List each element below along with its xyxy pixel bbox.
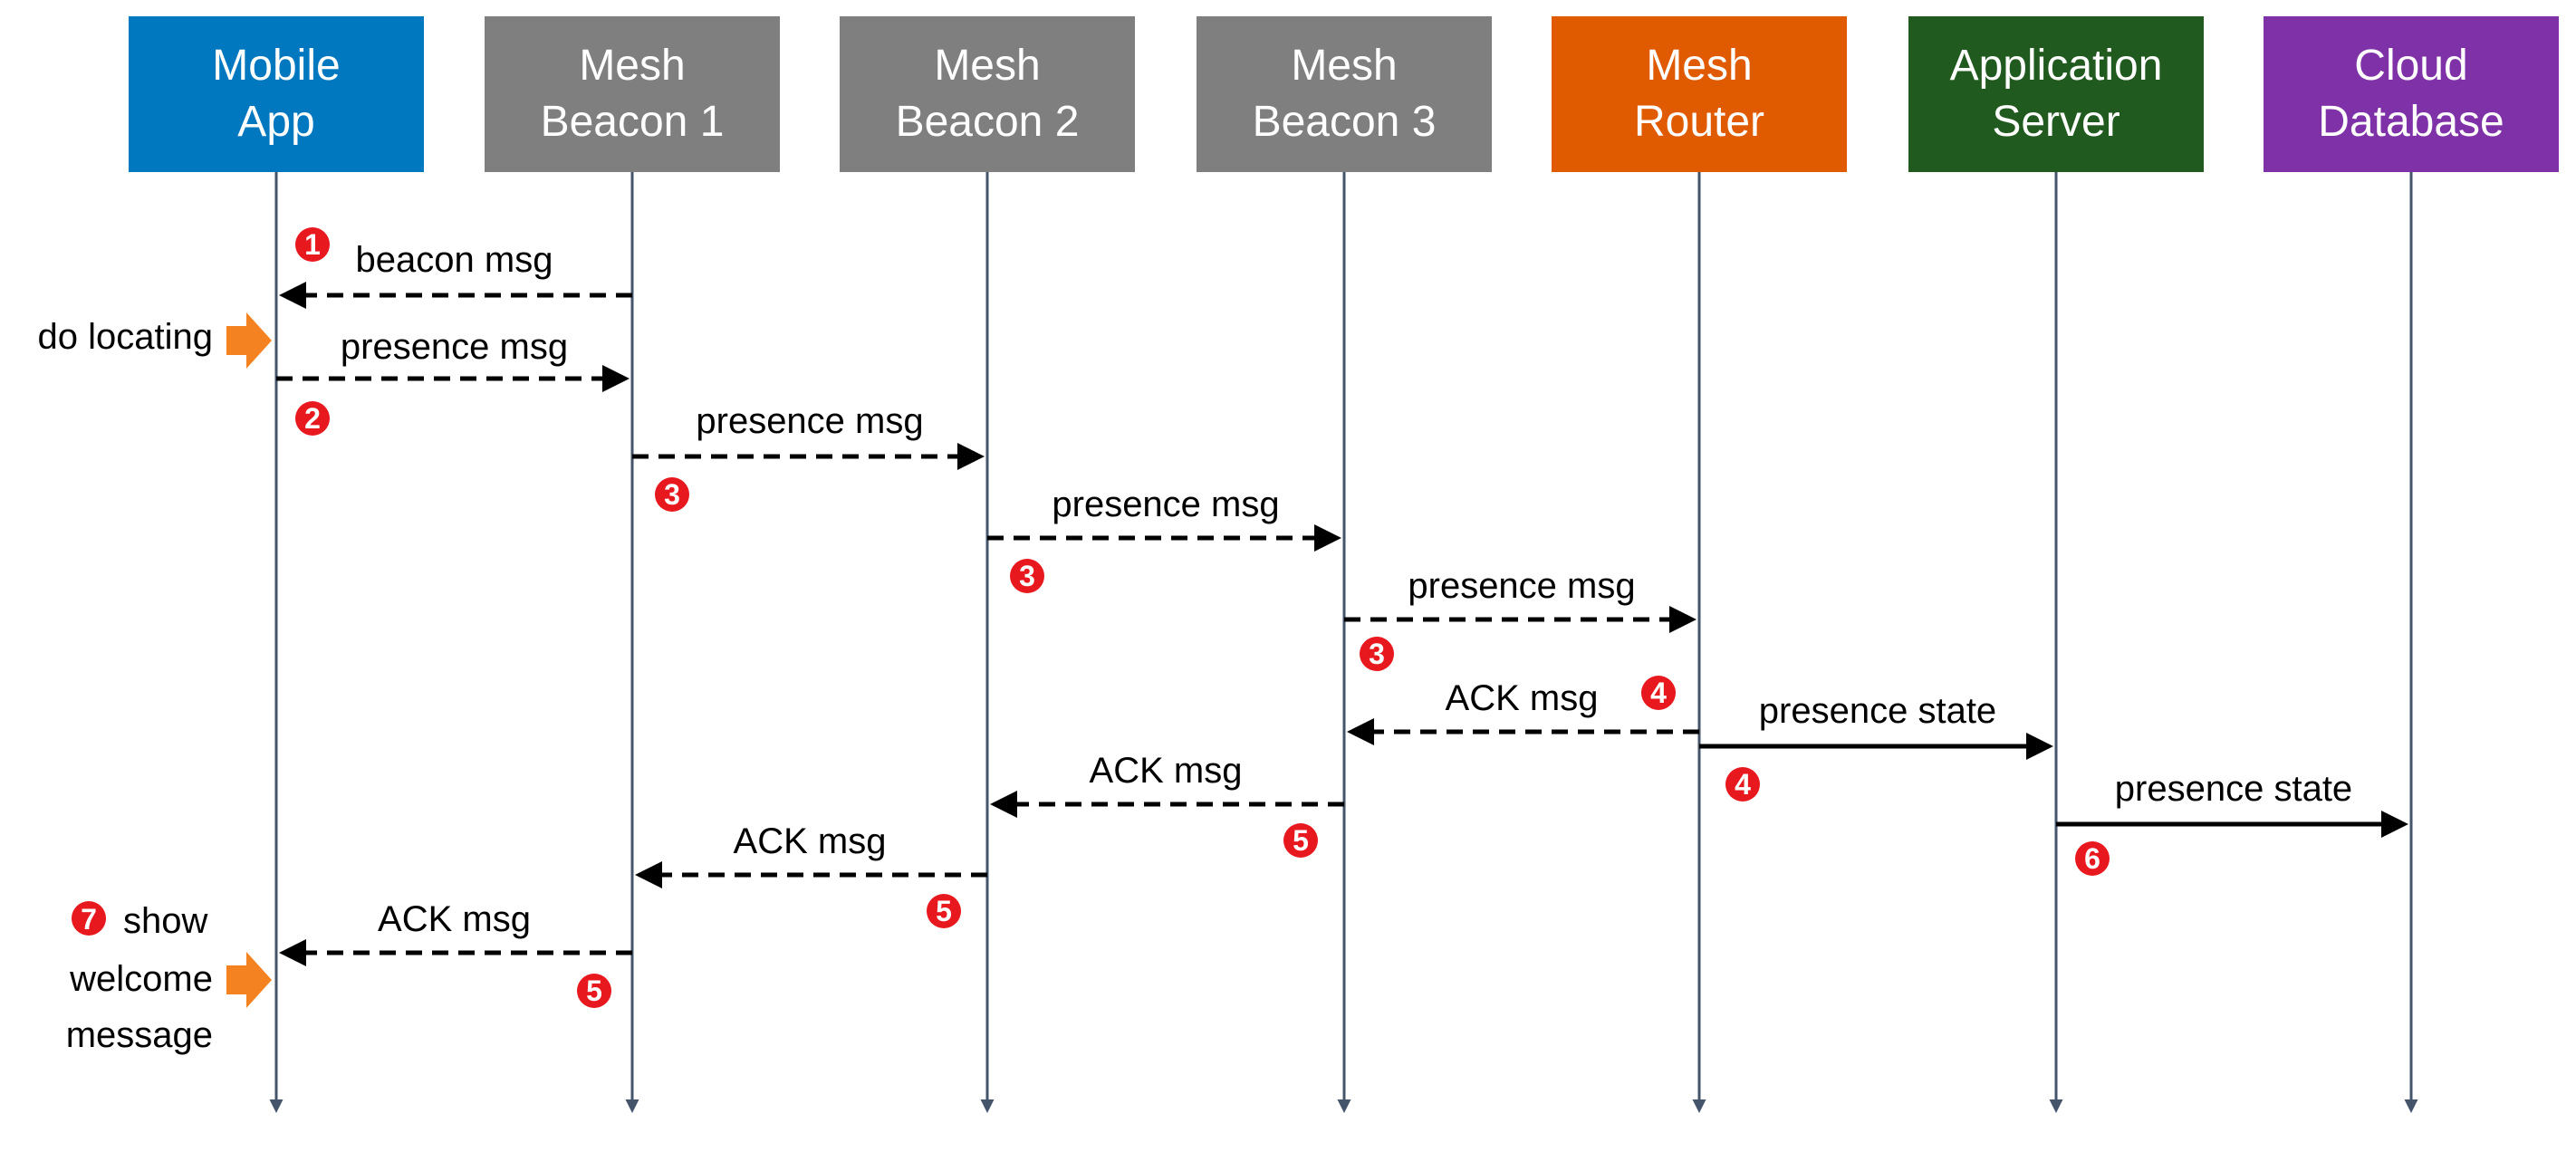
- message-label: presence msg: [696, 401, 923, 441]
- step-marker-icon: [1360, 637, 1394, 671]
- message-label: presence state: [2115, 769, 2352, 809]
- step-number: 2: [304, 402, 321, 435]
- participant-label-line1: Mobile: [212, 42, 340, 90]
- show-welcome-arrow-icon: [226, 952, 272, 1008]
- message-beacon1-to-app: beacon msg 1: [279, 227, 632, 309]
- step-marker-icon: [1283, 823, 1318, 858]
- message-beacon2-to-beacon3: presence msg 3: [987, 485, 1341, 593]
- step-number: 5: [586, 974, 602, 1007]
- message-app-to-beacon1: presence msg 2: [276, 327, 630, 436]
- message-label: ACK msg: [378, 899, 531, 939]
- message-beacon1-to-app: ACK msg 5: [279, 899, 632, 1008]
- welcome-label: welcome: [69, 959, 213, 999]
- step-number: 4: [1650, 677, 1667, 709]
- message-beacon2-to-beacon1: ACK msg 5: [635, 821, 987, 928]
- step-number: 3: [1369, 638, 1385, 670]
- participant-label-line1: Mesh: [579, 42, 685, 90]
- participant-label-line1: Cloud: [2354, 42, 2467, 90]
- step-number: 7: [81, 903, 97, 936]
- step-number: 1: [304, 228, 321, 261]
- message-label: message: [66, 1015, 213, 1055]
- message-router-to-beacon3: ACK msg 4: [1347, 676, 1699, 745]
- participant-box: [2264, 16, 2559, 172]
- step-marker-icon: [295, 227, 330, 262]
- step-number: 5: [936, 895, 952, 927]
- message-beacon1-to-beacon2: presence msg 3: [632, 401, 985, 512]
- show-welcome-note: 7 show welcome message: [66, 901, 272, 1055]
- participant-box: [1908, 16, 2204, 172]
- participant-label-line2: Database: [2318, 98, 2504, 146]
- participant-label-line2: Beacon 2: [896, 98, 1080, 146]
- participant-label-line2: Server: [1992, 98, 2119, 146]
- step-number: 6: [2084, 842, 2100, 875]
- message-label: presence msg: [1052, 485, 1279, 524]
- do-locating-label: do locating: [38, 317, 213, 357]
- participant-label-line2: Beacon 1: [541, 98, 725, 146]
- step-marker-icon: [1725, 767, 1760, 802]
- step-marker-icon: [655, 477, 689, 512]
- step-marker-icon: [295, 401, 330, 436]
- participant-box: [1197, 16, 1492, 172]
- message-beacon3-to-beacon2: ACK msg 5: [990, 751, 1344, 858]
- participant-label-line1: Application: [1950, 42, 2163, 90]
- message-label: presence msg: [1408, 566, 1635, 606]
- step-marker-icon: [72, 901, 106, 936]
- participant-label-line2: Beacon 3: [1253, 98, 1437, 146]
- do-locating-note: do locating: [38, 312, 272, 369]
- participant-label-line1: Mesh: [1646, 42, 1752, 90]
- show-label: show: [123, 901, 207, 941]
- step-marker-icon: [2075, 841, 2110, 876]
- do-locating-arrow-icon: [226, 312, 272, 369]
- message-label: presence state: [1759, 691, 1996, 731]
- message-router-to-server: presence state 4: [1699, 691, 2053, 802]
- participant-label-line2: Router: [1634, 98, 1764, 146]
- participant-label-line2: App: [237, 98, 314, 146]
- participant-box: [129, 16, 424, 172]
- message-server-to-cloud: presence state 6: [2056, 769, 2408, 876]
- participant-box: [840, 16, 1135, 172]
- participant-label-line1: Mesh: [1291, 42, 1397, 90]
- step-number: 3: [1019, 560, 1035, 592]
- step-marker-icon: [577, 974, 611, 1008]
- participant-box: [485, 16, 780, 172]
- step-marker-icon: [1010, 559, 1044, 593]
- step-number: 3: [664, 478, 680, 511]
- message-label: beacon msg: [356, 240, 553, 280]
- message-beacon3-to-router: presence msg 3: [1344, 566, 1697, 671]
- step-marker-icon: [927, 894, 961, 928]
- message-label: ACK msg: [1090, 751, 1243, 791]
- step-number: 5: [1293, 824, 1309, 857]
- step-number: 4: [1735, 768, 1751, 801]
- participant-label-line1: Mesh: [934, 42, 1040, 90]
- participant-box: [1552, 16, 1847, 172]
- lifelines: [269, 172, 2418, 1113]
- step-marker-icon: [1641, 676, 1676, 710]
- message-label: presence msg: [341, 327, 568, 367]
- message-label: ACK msg: [734, 821, 887, 861]
- message-label: ACK msg: [1446, 678, 1599, 718]
